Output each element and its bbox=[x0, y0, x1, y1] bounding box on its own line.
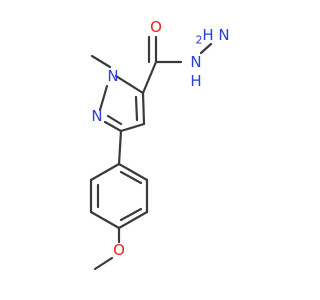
bond-n2-c3 bbox=[103, 120, 123, 133]
bond-c3-c4 bbox=[119, 122, 146, 133]
bond-ether-o-methyl bbox=[93, 256, 114, 271]
bond-n1-c5 bbox=[114, 74, 145, 95]
bond-n2-c3-double bbox=[106, 114, 123, 126]
pyrazole-n1-label: N bbox=[107, 67, 118, 85]
bond-nh-nh2 bbox=[199, 42, 213, 55]
hydrazide-nh-hydrogen-label: H bbox=[190, 72, 201, 90]
bond-ar3-ar4-inner bbox=[119, 207, 143, 222]
bond-c5-carbonyl bbox=[141, 60, 158, 95]
hydrazide-terminal-nitrogen-label: N bbox=[218, 26, 229, 44]
structure-svg: O N H N H 2 N N O bbox=[89, 18, 230, 271]
molecule-diagram: O N H N H 2 N N O bbox=[89, 18, 230, 271]
ether-oxygen-label: O bbox=[113, 241, 125, 259]
bond-ar6-ar1 bbox=[89, 162, 121, 182]
hydrazide-terminal-hydrogen-label: H bbox=[202, 26, 213, 44]
bond-n1-n2 bbox=[98, 84, 109, 112]
bond-c4-c5-double bbox=[134, 95, 139, 122]
pyrazole-n2-label: N bbox=[91, 107, 102, 125]
bond-c4-c5 bbox=[141, 91, 146, 126]
bond-layer bbox=[89, 35, 213, 271]
atom-label-layer: O N H N H 2 N N O bbox=[91, 18, 229, 259]
bond-ar1-ar2 bbox=[117, 162, 149, 182]
bond-n1-methyl bbox=[90, 54, 112, 69]
bond-ar1-ar2-inner bbox=[119, 170, 143, 185]
bond-c3-aryl bbox=[117, 129, 123, 166]
carbonyl-oxygen-label: O bbox=[150, 18, 162, 36]
hydrazide-nh-nitrogen-label: N bbox=[190, 53, 201, 71]
bond-ar3-ar4 bbox=[117, 210, 149, 230]
hydrazide-h2-subscript-label: 2 bbox=[196, 34, 203, 47]
bond-ar4-ar5 bbox=[89, 210, 121, 230]
